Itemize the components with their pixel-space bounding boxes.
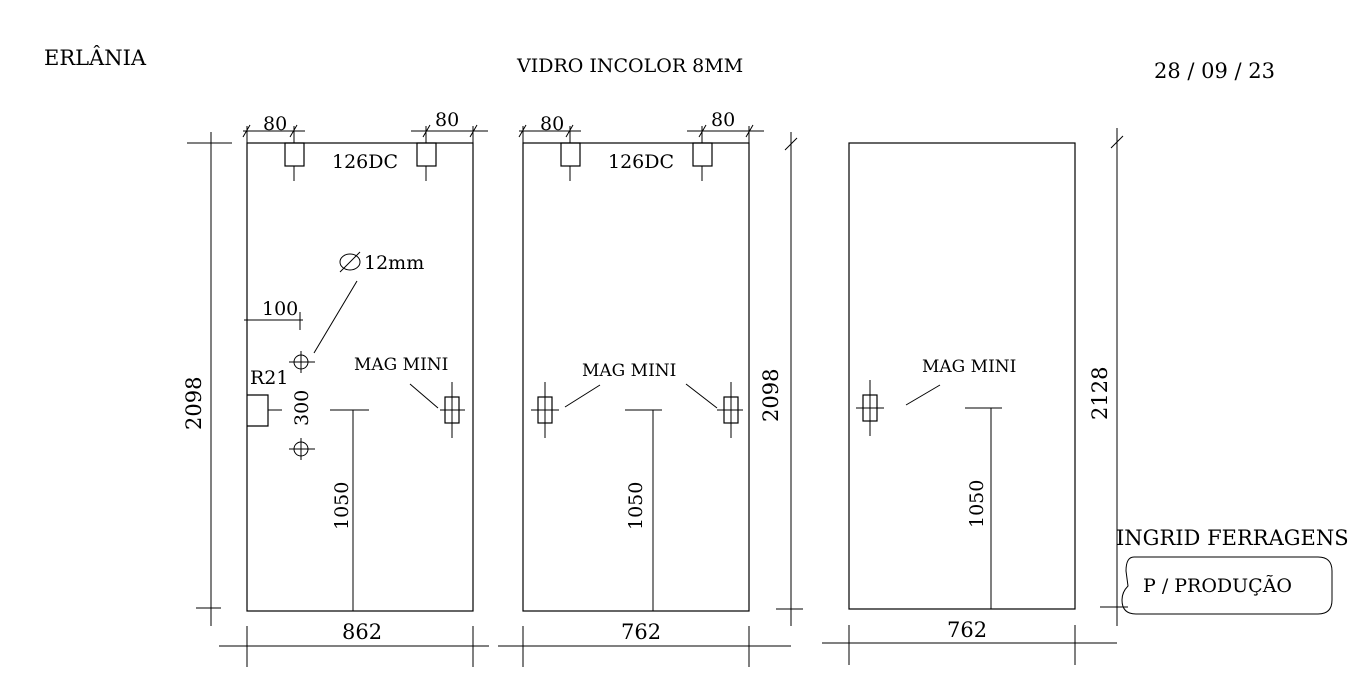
panel-2-hinge-right (692, 142, 713, 167)
panel-1-notch (247, 394, 269, 427)
panel-1-hinge-right (416, 142, 437, 167)
panel-2-lock-label: MAG MINI (582, 361, 676, 381)
material-spec: VIDRO INCOLOR 8MM (516, 55, 743, 77)
production-stamp-box (1121, 556, 1333, 615)
panel-2-outline (522, 142, 750, 612)
diameter-symbol-icon (339, 253, 361, 271)
company-name: INGRID FERRAGENS (1116, 526, 1349, 550)
panel-1-offset-right: 80 (435, 109, 459, 131)
panel-1-offset-left: 80 (263, 113, 287, 135)
panel-2-offset-right: 80 (711, 109, 735, 131)
glass-panel-3: MAG MINI 1050 2128 762 (822, 128, 1128, 665)
panel-2-handle-height: 1050 (625, 482, 647, 530)
panel-3-height: 2128 (1088, 367, 1112, 420)
panel-1-notch-radius: R21 (250, 367, 288, 389)
panel-1-height: 2098 (182, 377, 206, 430)
panel-2-hinge-label: 126DC (608, 151, 674, 173)
production-stamp: P / PRODUÇÃO (1143, 575, 1292, 597)
panel-1-hole-offset: 100 (262, 298, 298, 320)
panel-1-hole-diameter: 12mm (364, 252, 424, 274)
panel-1-hole-spacing: 300 (291, 390, 313, 426)
panel-3-lock-label: MAG MINI (922, 357, 1016, 377)
panel-2-width: 762 (621, 620, 661, 644)
panel-1-width: 862 (342, 620, 382, 644)
client-name: ERLÂNIA (44, 46, 147, 70)
panel-2-offset-left: 80 (540, 113, 564, 135)
panel-3-handle-height: 1050 (966, 480, 988, 528)
panel-1-lock-label: MAG MINI (354, 355, 448, 375)
panel-1-handle-height: 1050 (331, 482, 353, 530)
glass-panel-1: 126DC 80 80 12mm 100 (182, 109, 489, 667)
panel-1-hinge-left (284, 142, 305, 167)
panel-1-outline (246, 142, 474, 612)
drawing-date: 28 / 09 / 23 (1154, 59, 1275, 83)
panel-2-height: 2098 (759, 369, 783, 422)
glass-panel-2: 126DC 80 80 MAG MINI 1050 2098 (498, 109, 803, 667)
panel-1-hinge-label: 126DC (332, 151, 398, 173)
panel-2-hinge-left (560, 142, 581, 167)
panel-3-outline (848, 142, 1076, 610)
panel-3-width: 762 (947, 618, 987, 642)
